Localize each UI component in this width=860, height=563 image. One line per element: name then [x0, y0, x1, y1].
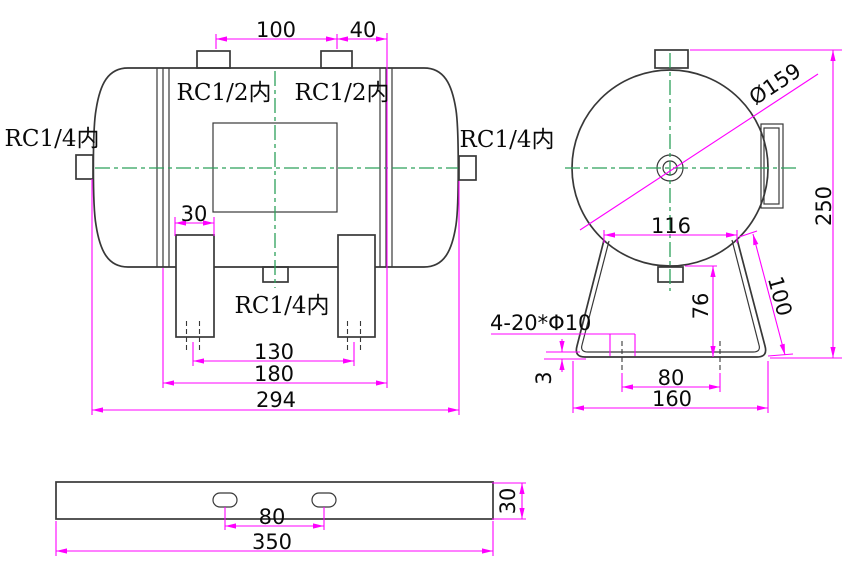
dim-stand-top-width: 116 [603, 214, 738, 243]
dim-text: 80 [658, 366, 685, 390]
dim-text: 100 [256, 18, 296, 42]
port-label-bottom: RC1/4内 [235, 293, 330, 319]
dim-sheet-thickness: 3 [532, 339, 586, 385]
dim-overall-height: 250 [690, 49, 842, 359]
top-port [654, 49, 689, 69]
dim-port-to-seam: 40 [337, 18, 388, 388]
dim-leg-width: 30 [174, 202, 215, 236]
leg-left [175, 234, 215, 338]
top-port-right [320, 50, 353, 69]
dim-stand-height: 76 [685, 265, 717, 357]
dim-text: 116 [651, 214, 691, 238]
slot-hole-left [212, 492, 238, 508]
right-port [458, 155, 477, 181]
dim-diameter: Ø159 [579, 59, 819, 231]
side-bracket-inner [763, 127, 780, 205]
side-bracket-outer [760, 123, 784, 209]
dim-base-hole-spacing: 80 [621, 366, 721, 392]
dim-text: 76 [689, 293, 713, 320]
dim-text: 160 [652, 387, 692, 411]
dim-text: 350 [252, 530, 292, 554]
leg-right [337, 234, 376, 338]
dim-text: 294 [256, 388, 296, 412]
dim-text: 180 [254, 362, 294, 386]
dim-slot-spacing: 80 [224, 505, 325, 530]
mounting-holes-label: 4-20*Φ10 [490, 311, 591, 335]
dim-plate-length: 350 [55, 521, 494, 556]
dim-text: 100 [763, 274, 797, 319]
dim-port-spacing: 100 [215, 18, 338, 49]
port-label-top-right: RC1/2内 [295, 80, 390, 106]
left-port [75, 154, 94, 180]
dim-hole-spacing: 130 [192, 340, 355, 366]
port-label-right: RC1/4内 [460, 127, 555, 153]
dim-text: 3 [532, 371, 556, 384]
port-label-left: RC1/4内 [5, 126, 100, 152]
dim-plate-width: 30 [492, 482, 526, 520]
dim-text: 250 [812, 186, 836, 226]
dim-text: 130 [254, 340, 294, 364]
mounting-holes-callout: 4-20*Φ10 [490, 311, 636, 356]
dim-overall-length: 294 [91, 179, 460, 415]
dim-base-width: 160 [572, 361, 769, 413]
bottom-view: 80 350 30 [55, 481, 526, 556]
base-plate [55, 481, 494, 520]
dim-stand-side-length: 100 [738, 230, 797, 357]
dim-text: 30 [181, 202, 208, 226]
port-label-top-left: RC1/2内 [177, 80, 272, 106]
dim-shell-length: 180 [162, 268, 387, 388]
tank-outline [92, 67, 460, 268]
slot-hole-right [311, 492, 337, 508]
dim-text: 40 [350, 18, 377, 42]
dim-text: 80 [259, 505, 286, 529]
side-view: 100 40 30 130 180 [5, 18, 555, 415]
dim-text: 30 [496, 488, 520, 515]
top-port-left [196, 50, 231, 69]
end-view: Ø159 250 116 100 76 [490, 49, 842, 413]
